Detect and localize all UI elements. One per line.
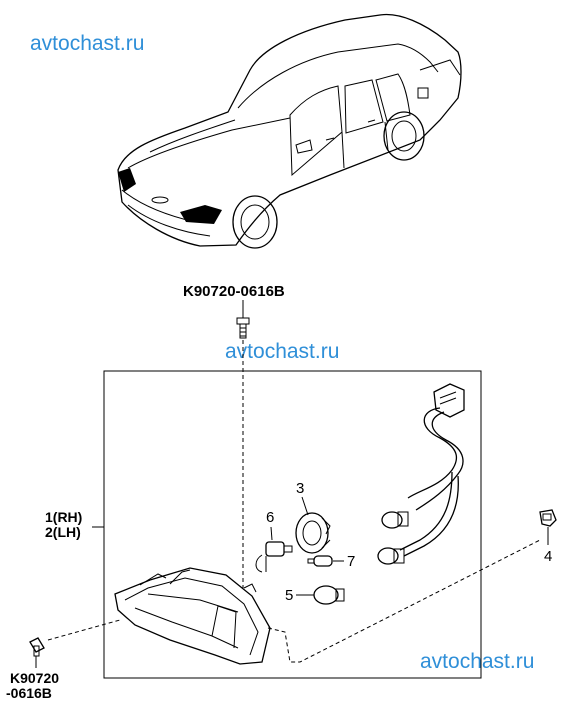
part-5-label: 5 [285, 587, 293, 604]
wiring-harness [377, 383, 465, 565]
clip-4-icon [539, 509, 557, 527]
top-part-code: K90720-0616B [183, 283, 285, 300]
bulb-5-icon [313, 585, 345, 605]
part-6-label: 6 [266, 509, 274, 526]
assembly-label-lh: 2(LH) [45, 524, 81, 540]
part-3-label: 3 [296, 480, 304, 497]
left-part-code-line1: K90720 [10, 670, 59, 686]
part-4-label: 4 [544, 548, 552, 565]
watermark-bottom: avtochast.ru [420, 650, 534, 673]
assembly-label-rh: 1(RH) [45, 509, 82, 525]
left-screw-icon [29, 637, 45, 657]
car-illustration [117, 13, 462, 249]
top-screw-icon [236, 317, 250, 339]
watermark-top: avtochast.ru [30, 32, 144, 55]
socket-ring-icon [295, 512, 331, 554]
bulb-7-icon [307, 555, 333, 567]
watermark-middle: avtochast.ru [225, 340, 339, 363]
part-7-label: 7 [347, 553, 355, 570]
assembly-frame [103, 370, 482, 679]
left-part-code-line2: -0616B [6, 685, 52, 701]
lamp-housing [114, 567, 271, 665]
bulb-6-icon [255, 541, 293, 573]
